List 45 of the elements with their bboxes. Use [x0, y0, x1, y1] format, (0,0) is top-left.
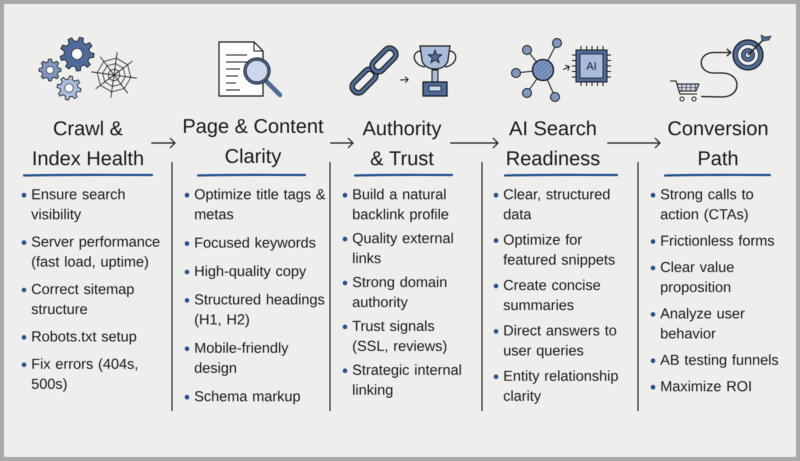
bullet-text: Analyze user behavior — [660, 308, 745, 339]
processor-chip: AI — [572, 46, 612, 86]
arrow — [330, 138, 354, 148]
arrow — [400, 76, 409, 84]
column-heading: Authority & Trust — [362, 120, 442, 166]
bullet-text: Mobile-friendly design — [194, 342, 288, 376]
bullet-text: Entity relationship clarity — [504, 370, 618, 404]
trophy-icon — [414, 45, 456, 97]
bullet-text: Server performance (fast load, uptime) — [32, 236, 160, 270]
bullet-text: Create concise summaries — [504, 280, 600, 310]
bullet-text: Clear value proposition — [660, 262, 734, 296]
arrow — [700, 48, 738, 98]
bullet-text: Schema markup — [194, 390, 300, 404]
network-icon — [511, 38, 562, 102]
bullet-text: Clear, structured data — [504, 188, 610, 220]
bullet-text: High-quality copy — [195, 266, 306, 280]
target-icon — [732, 34, 772, 71]
chain-icon — [349, 45, 399, 96]
bullet-text: AB testing funnels — [660, 354, 778, 368]
column-heading: AI Search Readiness — [507, 120, 600, 166]
bullet-text: Build a natural backlink profile — [353, 188, 448, 222]
bullet-text: Optimize title tags & metas — [194, 188, 326, 220]
cart-icon — [670, 80, 700, 102]
bullet-text: Strong domain authority — [352, 276, 446, 310]
arrow — [562, 64, 570, 72]
column-heading: Conversion Path — [668, 120, 768, 166]
arrow — [607, 138, 661, 148]
bullet-text: Maximize ROI — [661, 380, 751, 392]
bullet-text: Robots.txt setup — [32, 330, 136, 344]
bullet-text: Trust signals (SSL, reviews) — [352, 320, 446, 354]
bullet-text: Direct answers to user queries — [504, 324, 616, 358]
bullet-text: Frictionless forms — [661, 235, 774, 246]
bullet-text: Correct sitemap structure — [32, 284, 134, 314]
bullet-text: Structured headings (H1, H2) — [194, 294, 324, 328]
bullet-text: Ensure search visibility — [31, 188, 125, 222]
bullet-text: Fix errors (404s, 500s) — [32, 358, 138, 392]
bullet-text: Strong calls to action (CTAs) — [660, 188, 754, 222]
column-heading: Crawl & Index Health — [34, 120, 143, 166]
arrow — [450, 138, 499, 148]
column-heading: Page & Content Clarity — [184, 118, 324, 168]
bullet-text: Quality external links — [352, 232, 453, 264]
bullet-text: Focused keywords — [195, 237, 316, 251]
bullet-text: Optimize for featured snippets — [503, 234, 615, 268]
arrow — [151, 138, 176, 148]
bullet-text: Strategic internal linking — [352, 364, 461, 398]
